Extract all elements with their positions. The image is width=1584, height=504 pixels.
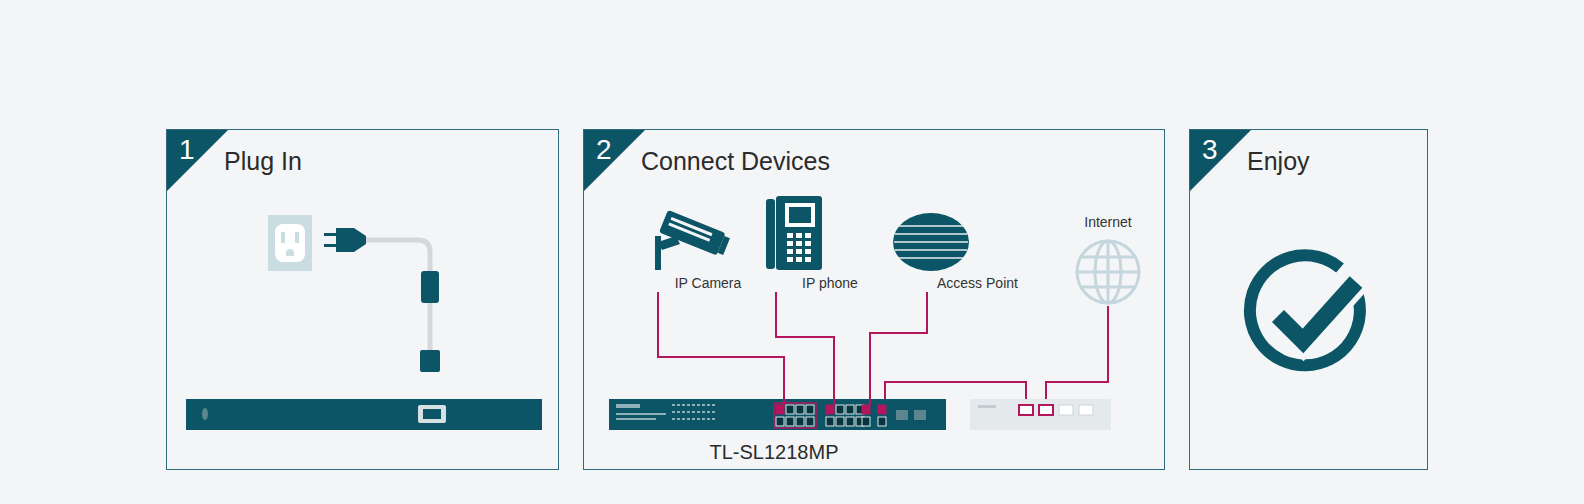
switch-front: [609, 399, 946, 430]
device-label: Internet: [1084, 214, 1131, 231]
network-cable: [658, 292, 784, 405]
router-wires: [885, 306, 1108, 405]
check-icon: [1250, 255, 1360, 365]
device-label: Access Point: [885, 275, 1041, 292]
enjoy-panel: 3 Enjoy: [1189, 129, 1428, 470]
ip-phone-node: IP phone: [760, 196, 876, 292]
access-point-node: Access Point: [885, 206, 1041, 292]
step-number: 3: [1202, 134, 1218, 166]
plug-in-panel: 1 Plug In: [166, 129, 559, 470]
step-number: 1: [179, 134, 195, 166]
step-number: 2: [596, 134, 612, 166]
step-heading: Connect Devices: [641, 146, 830, 176]
model-label: TL-SL1218MP: [609, 441, 939, 464]
power-outlet: [268, 215, 312, 271]
step-heading: Plug In: [224, 146, 302, 176]
network-cable: [870, 292, 927, 405]
connect-devices-panel: 2 Connect Devices IP Camera IP phone Access …: [583, 129, 1165, 470]
ip-camera-icon: [655, 210, 731, 270]
router: [970, 399, 1111, 430]
switch-node: TL-SL1218MP: [609, 399, 946, 467]
internet-globe-icon: [1077, 241, 1139, 303]
step-heading: Enjoy: [1247, 146, 1310, 176]
corner-triangle: [167, 130, 229, 192]
access-point-icon: [893, 213, 969, 271]
device-label: IP phone: [760, 275, 876, 292]
corner-triangle: [1190, 130, 1252, 192]
corner-triangle: [584, 130, 646, 192]
switch-rear-panel: [186, 399, 542, 430]
power-cable: [324, 228, 440, 372]
ip-phone-icon: [766, 196, 822, 270]
ip-camera-node: IP Camera: [650, 204, 750, 292]
network-cable: [776, 292, 834, 405]
internet-node: Internet: [1066, 214, 1150, 308]
device-label: IP Camera: [650, 275, 750, 292]
